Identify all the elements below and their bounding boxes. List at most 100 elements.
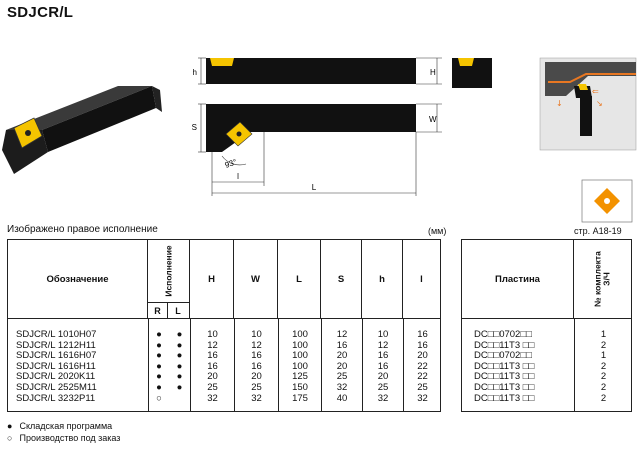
insert-body-frame xyxy=(461,319,632,412)
svg-text:l: l xyxy=(237,172,239,181)
header-h: h xyxy=(362,239,403,319)
caption: Изображено правое исполнение xyxy=(7,224,158,235)
cell-lval: 175 xyxy=(292,392,308,404)
machining-illustration: ↓ ⇐ ↘ xyxy=(539,57,637,151)
cell-h: 10 xyxy=(377,329,389,340)
cell-w: 16 xyxy=(251,360,262,372)
cell-insert: DC□□0702□□ xyxy=(474,329,532,340)
cell-w: 20 xyxy=(251,371,262,383)
cell-insert: DC□□11T3 □□ xyxy=(474,392,535,404)
cell-designation: SDJCR/L 3232P11 xyxy=(16,392,96,404)
stock-text: Складская программа xyxy=(19,421,113,431)
svg-text:W: W xyxy=(429,115,437,124)
cell-h: 12 xyxy=(377,339,389,351)
cell-l: ● xyxy=(176,339,183,351)
cell-designation: SDJCR/L 1010H07 xyxy=(16,329,97,340)
cell-s: 20 xyxy=(336,350,348,362)
cell-w: 12 xyxy=(251,339,262,351)
header-S: S xyxy=(321,239,362,319)
cell-lval: 150 xyxy=(292,382,308,393)
angle-label: 93° xyxy=(224,157,238,170)
cell-l: 22 xyxy=(417,371,428,383)
cell-kit: 2 xyxy=(600,371,607,383)
cell-r: ● xyxy=(156,339,162,351)
cell-h: 10 xyxy=(207,329,218,340)
cell-lval: 100 xyxy=(292,360,308,372)
cell-designation: SDJCR/L 1212H11 xyxy=(16,339,96,351)
side-view: h H xyxy=(193,57,442,85)
cell-w: 16 xyxy=(251,350,262,362)
svg-text:⇐: ⇐ xyxy=(592,87,599,96)
cell-designation: SDJCR/L 2525M11 xyxy=(16,382,97,393)
cell-r: ● xyxy=(156,329,162,340)
cell-kit: 2 xyxy=(600,339,607,351)
cell-h: 25 xyxy=(377,382,389,393)
table-row: SDJCR/L 2020K11 ● ● 20 20 125 25 20 22 DC□□11T3 □… xyxy=(0,372,643,383)
cell-l: ● xyxy=(176,350,183,362)
cell-kit: 1 xyxy=(600,329,607,340)
cell-kit: 2 xyxy=(600,382,607,393)
cell-l: 16 xyxy=(417,329,428,340)
cell-l: ● xyxy=(176,360,183,372)
cell-h: 16 xyxy=(377,350,389,362)
cell-w: 10 xyxy=(251,329,262,340)
end-view xyxy=(452,58,492,88)
cell-l: 20 xyxy=(417,350,428,362)
cell-h: 32 xyxy=(207,392,218,404)
cell-insert: DC□□11T3 □□ xyxy=(474,339,535,351)
cell-s: 20 xyxy=(336,360,348,372)
cell-insert: DC□□11T3 □□ xyxy=(474,360,535,372)
top-view: S W 93° l L xyxy=(192,103,442,196)
cell-r: ● xyxy=(156,371,162,383)
cell-kit: 2 xyxy=(600,360,607,372)
svg-text:h: h xyxy=(193,68,197,77)
cell-s: 16 xyxy=(336,339,348,351)
svg-text:↘: ↘ xyxy=(596,99,603,108)
cell-l: ● xyxy=(176,382,183,393)
cell-lval: 100 xyxy=(292,329,308,340)
svg-text:↓: ↓ xyxy=(556,99,563,108)
tool-3d-image xyxy=(2,86,162,174)
cell-insert: DC□□0702□□ xyxy=(474,350,532,362)
header-L: L xyxy=(278,239,321,319)
order-text: Производство под заказ xyxy=(19,433,121,443)
cell-l: 16 xyxy=(417,339,428,351)
cell-r: ● xyxy=(156,360,162,372)
cell-h: 25 xyxy=(207,382,218,393)
table-body-frame xyxy=(7,319,441,412)
cell-l: ● xyxy=(176,329,183,340)
svg-text:S: S xyxy=(192,123,197,132)
cell-s: 12 xyxy=(336,329,348,340)
cell-lval: 125 xyxy=(292,371,308,383)
cell-h: 20 xyxy=(377,371,389,383)
insert-page-reference: стр. A18-19 xyxy=(574,226,622,236)
cell-lval: 100 xyxy=(292,339,308,351)
cell-kit: 2 xyxy=(600,392,607,404)
cell-w: 32 xyxy=(251,392,262,404)
cell-s: 32 xyxy=(336,382,348,393)
cell-h: 16 xyxy=(377,360,389,372)
header-H: H xyxy=(190,239,234,319)
cell-l: ● xyxy=(176,371,183,383)
cell-l: 22 xyxy=(417,360,428,372)
cell-h: 32 xyxy=(377,392,389,404)
cell-h: 16 xyxy=(207,350,218,362)
cell-insert: DC□□11T3 □□ xyxy=(474,371,535,383)
cell-r: ● xyxy=(156,382,162,393)
cell-s: 25 xyxy=(336,371,348,383)
cell-r: ● xyxy=(156,350,162,362)
page-title: SDJCR/L xyxy=(7,4,74,21)
cell-s: 40 xyxy=(336,392,348,404)
cell-h: 20 xyxy=(207,371,218,383)
cell-designation: SDJCR/L 2020K11 xyxy=(16,371,96,383)
header-l: l xyxy=(403,239,441,319)
header-kit: № комплекта З/Ч xyxy=(574,239,632,319)
dim-H-label: H xyxy=(430,68,436,77)
table-row: SDJCR/L 1010H07 ● ● 10 10 100 12 10 16 DC□□0702□□… xyxy=(0,329,643,341)
cell-designation: SDJCR/L 1616H07 xyxy=(16,350,97,362)
units-label: (мм) xyxy=(428,226,447,236)
